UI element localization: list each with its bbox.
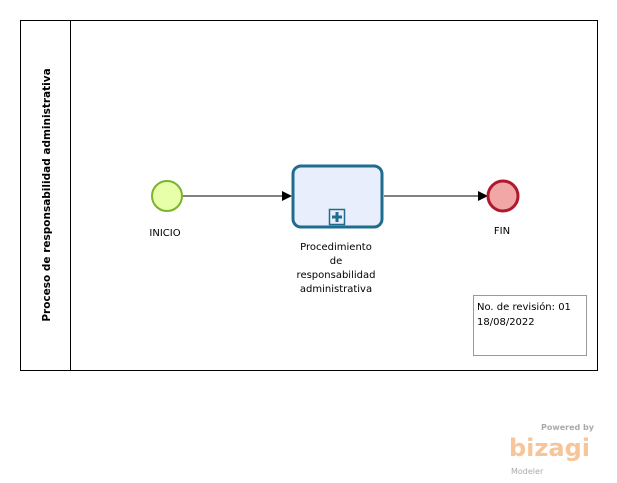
subprocess-task[interactable]: Procedimiento de responsabilidad adminis…	[291, 164, 384, 295]
task-label-line-1: Procedimiento	[300, 242, 372, 253]
end-event-label: FIN	[494, 226, 510, 237]
product-text: Modeler	[511, 467, 544, 476]
text-annotation[interactable]: No. de revisión: 01 18/08/2022	[473, 295, 587, 356]
bizagi-logo: Powered by bizagi Modeler	[509, 423, 595, 476]
task-label-line-4: administrativa	[300, 284, 372, 295]
start-event[interactable]: INICIO	[149, 180, 183, 239]
task-label-line-3: responsabilidad	[297, 270, 376, 281]
powered-by-text: Powered by	[541, 423, 595, 432]
pool-title: Proceso de responsabilidad administrativ…	[41, 68, 53, 321]
brand-text: bizagi	[509, 434, 590, 462]
collapsed-subprocess-plus-icon	[328, 208, 346, 226]
task-label-line-2: de	[330, 256, 343, 267]
revision-number: No. de revisión: 01	[477, 301, 571, 313]
start-event-label: INICIO	[149, 228, 180, 239]
revision-date: 18/08/2022	[477, 317, 535, 328]
end-event[interactable]: FIN	[486, 179, 520, 237]
